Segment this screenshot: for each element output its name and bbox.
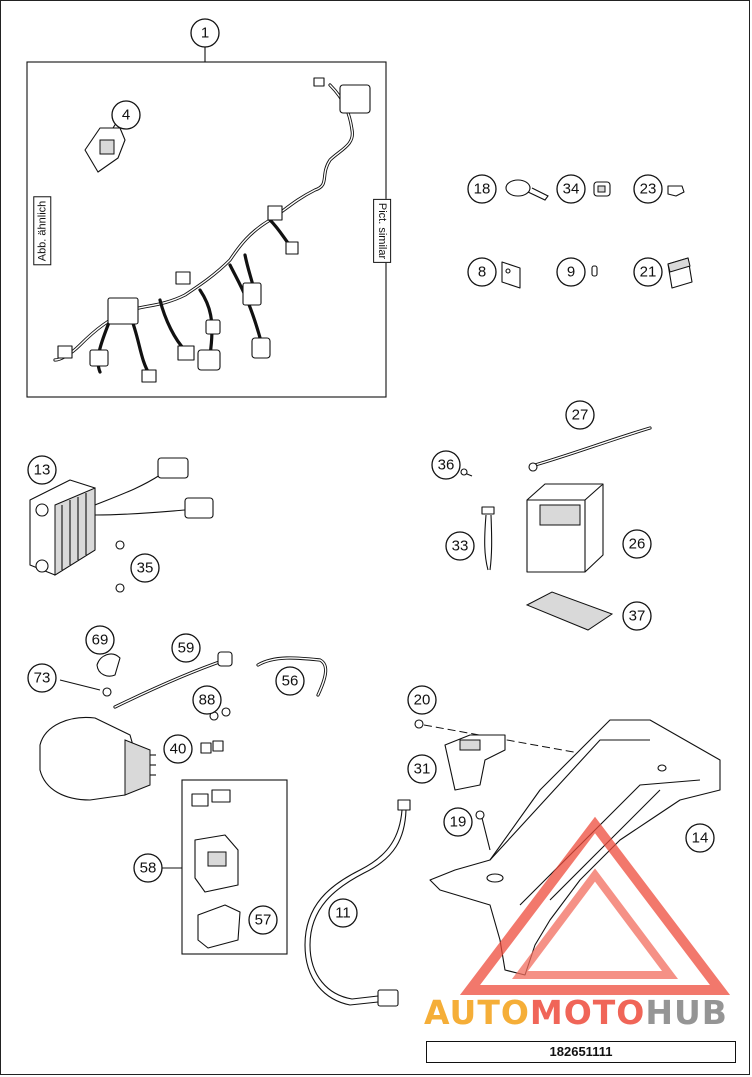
part-34-clip	[593, 181, 611, 197]
callout-35-text: 35	[137, 560, 154, 577]
callout-1: 1	[190, 18, 220, 48]
part-9-bulb	[591, 265, 598, 277]
callout-59: 59	[171, 633, 201, 663]
callout-73: 73	[27, 663, 57, 693]
callout-4-text: 4	[122, 107, 130, 124]
callout-13: 13	[27, 455, 57, 485]
part-23-clip	[667, 185, 685, 197]
callout-37: 37	[622, 601, 652, 631]
part-18-cable-tie	[505, 179, 549, 201]
callout-18: 18	[467, 174, 497, 204]
callout-33-text: 33	[452, 538, 469, 555]
part-73-nut	[59, 679, 112, 697]
callout-11: 11	[328, 898, 358, 928]
callout-9: 9	[556, 257, 586, 287]
callout-18-text: 18	[474, 181, 491, 198]
relay-frame	[181, 779, 288, 955]
harness-frame	[26, 61, 387, 398]
callout-34: 34	[556, 174, 586, 204]
part-35-screw-lower	[115, 583, 125, 593]
part-19-screw	[475, 810, 491, 851]
watermark-auto: AUTO	[424, 993, 530, 1032]
part-26-battery	[526, 483, 604, 573]
callout-36-text: 36	[438, 457, 455, 474]
callout-31: 31	[407, 754, 437, 784]
part-37-pad	[525, 591, 614, 631]
part-69-cap	[96, 653, 121, 677]
part-58-starter-relay	[191, 789, 239, 893]
callout-13-text: 13	[34, 462, 51, 479]
callout-27-text: 27	[572, 407, 589, 424]
starter-motor	[39, 716, 156, 801]
watermark-hub: HUB	[645, 993, 728, 1032]
part-36-screw	[460, 468, 473, 477]
callout-33: 33	[445, 531, 475, 561]
part-33-strap	[481, 506, 495, 571]
part-4-bracket	[84, 119, 126, 173]
part-35-screw-upper	[115, 540, 125, 550]
part-8-plate	[501, 261, 521, 289]
part-56-ground-cable	[256, 656, 328, 697]
part-59-starter-cable	[113, 651, 233, 709]
callout-19: 19	[443, 807, 473, 837]
callout-14-text: 14	[692, 830, 709, 847]
callout-73-text: 73	[34, 670, 51, 687]
part-40-fuses	[200, 740, 224, 754]
callout-69-text: 69	[92, 632, 109, 649]
callout-57-text: 57	[255, 912, 272, 929]
callout-23-text: 23	[640, 181, 657, 198]
callout-8-text: 8	[478, 264, 486, 281]
callout-8: 8	[467, 257, 497, 287]
callout-20: 20	[407, 685, 437, 715]
callout-59-text: 59	[178, 640, 195, 657]
callout-9-text: 9	[567, 264, 575, 281]
callout-69: 69	[85, 625, 115, 655]
callout-20-text: 20	[414, 692, 431, 709]
callout-56-text: 56	[282, 673, 299, 690]
callout-56: 56	[275, 666, 305, 696]
callout-58-text: 58	[140, 860, 157, 877]
part-number: 182651111	[426, 1041, 736, 1063]
part-21-relay	[667, 257, 693, 289]
callout-1-text: 1	[201, 25, 209, 42]
part-88-connector	[209, 707, 231, 721]
callout-26-text: 26	[629, 536, 646, 553]
triangle-logo	[459, 816, 731, 995]
callout-88-text: 88	[199, 692, 216, 709]
wiring-harness	[53, 77, 371, 383]
callout-14: 14	[685, 823, 715, 853]
part-31-holder	[444, 734, 506, 791]
callout-34-text: 34	[563, 181, 580, 198]
callout-36: 36	[431, 450, 461, 480]
part-11-cable	[304, 799, 411, 1007]
callout-58: 58	[133, 853, 163, 883]
callout-23: 23	[633, 174, 663, 204]
label-pict-similar: Pict. similar	[373, 198, 392, 264]
part-13-voltage-regulator	[29, 457, 214, 576]
callout-27: 27	[565, 400, 595, 430]
part-20-screw	[414, 719, 663, 769]
callout-57: 57	[248, 905, 278, 935]
part-57-relay-cover	[197, 904, 241, 949]
callout-4: 4	[111, 100, 141, 130]
watermark-moto: MOTO	[529, 993, 646, 1032]
callout-21: 21	[633, 257, 663, 287]
part-27-battery-cable	[528, 426, 652, 472]
callout-40-text: 40	[170, 741, 187, 758]
callout-40: 40	[163, 734, 193, 764]
callout-37-text: 37	[629, 608, 646, 625]
callout-31-text: 31	[414, 761, 431, 778]
watermark-wordmark: AUTOMOTOHUB	[424, 993, 728, 1032]
callout-35: 35	[130, 553, 160, 583]
label-abb-aehnlich: Abb. ähnlich	[33, 196, 52, 266]
callout-11-text: 11	[335, 905, 351, 922]
callout-21-text: 21	[640, 264, 657, 281]
callout-88: 88	[192, 685, 222, 715]
callout-26: 26	[622, 529, 652, 559]
callout-19-text: 19	[450, 814, 467, 831]
